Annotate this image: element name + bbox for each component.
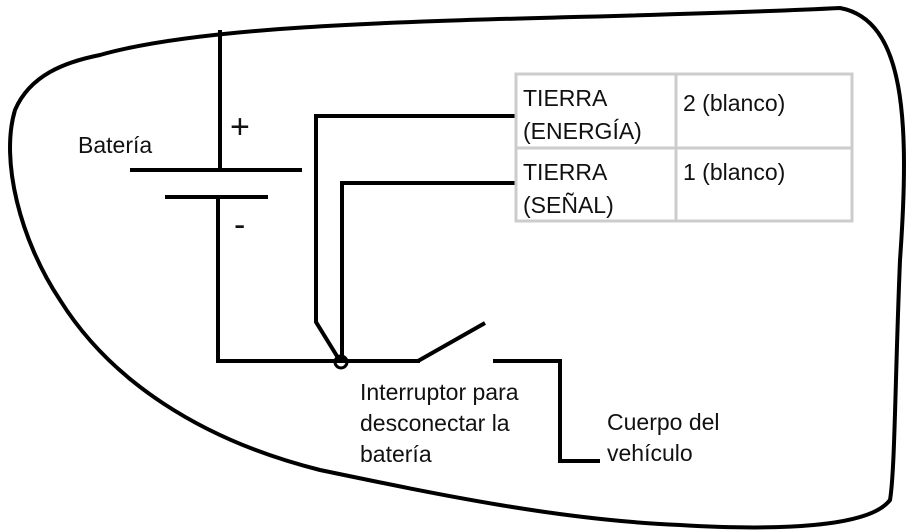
table-cell-value: 2 (blanco) xyxy=(683,90,786,116)
table-cell-name: TIERRA (SEÑAL) xyxy=(523,156,614,222)
table-cell-name-line: (SEÑAL) xyxy=(523,192,614,218)
vehicle-outline xyxy=(8,5,906,530)
table-cell-name: TIERRA (ENERGÍA) xyxy=(523,82,642,148)
vehicle-body-label: Cuerpo del vehículo xyxy=(607,407,720,469)
table-cell-value: 1 (blanco) xyxy=(683,159,786,185)
ground-signal-wire xyxy=(340,181,515,361)
battery-negative-wire xyxy=(216,197,420,363)
vehicle-body-label-line: Cuerpo del xyxy=(607,409,720,435)
table-cell-name-line: TIERRA xyxy=(523,85,608,111)
ground-power-wire xyxy=(314,114,515,363)
table-cell-name-line: (ENERGÍA) xyxy=(523,118,642,144)
switch-lever xyxy=(417,321,486,363)
switch-label-line: Interruptor para xyxy=(360,379,519,405)
battery-label: Batería xyxy=(78,132,153,158)
switch-label-line: desconectar la xyxy=(360,410,510,436)
plus-sign: + xyxy=(230,108,250,146)
vehicle-body-label-line: vehículo xyxy=(607,440,693,466)
switch-label: Interruptor para desconectar la batería xyxy=(360,377,519,470)
table-cell-name-line: TIERRA xyxy=(523,159,608,185)
junction-node xyxy=(333,354,349,370)
switch-output-wire xyxy=(493,359,600,463)
switch-label-line: batería xyxy=(360,441,432,467)
ground-table xyxy=(514,72,854,223)
minus-sign: - xyxy=(234,206,246,244)
